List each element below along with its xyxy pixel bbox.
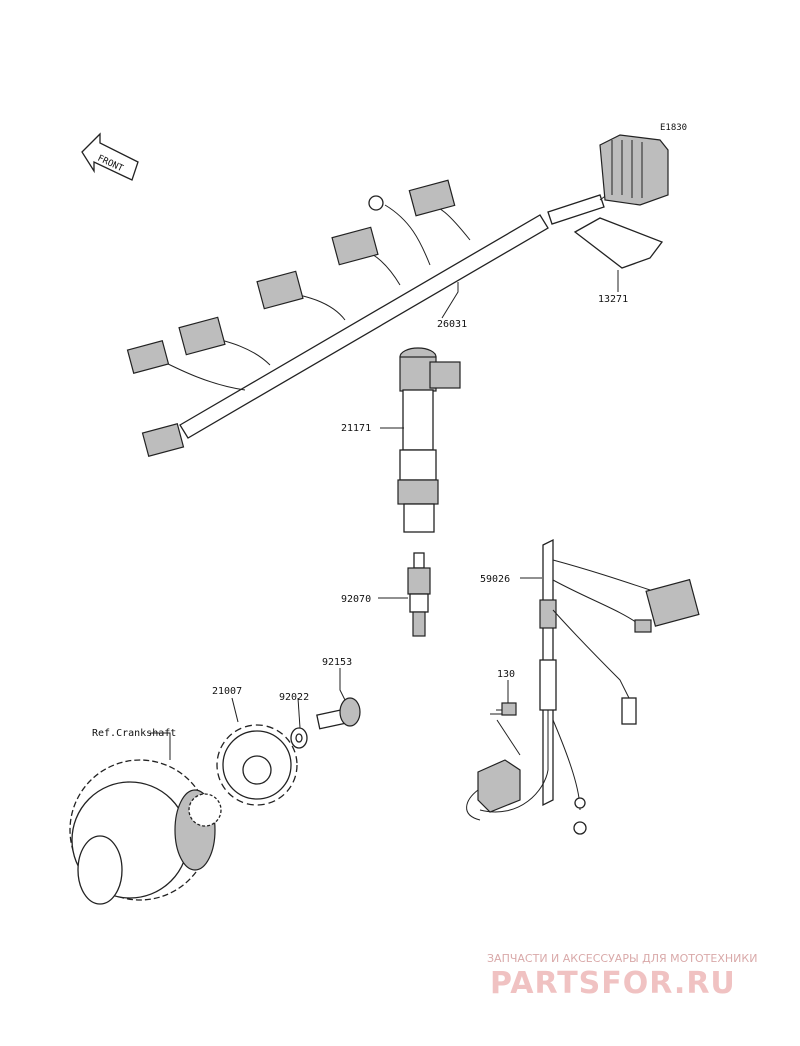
bolt-92153	[316, 697, 361, 730]
callout-130: 130	[497, 669, 515, 680]
callout-92022: 92022	[279, 692, 309, 703]
timing-rotor-21007	[216, 724, 298, 806]
ref-crankshaft-label: Ref.Crankshaft	[92, 728, 176, 739]
washer-92022	[290, 727, 308, 749]
pickup-harness-59026	[466, 538, 700, 835]
crankshaft-reference	[69, 759, 222, 905]
callout-92070: 92070	[341, 594, 371, 605]
callout-21171: 21171	[341, 423, 371, 434]
bolt-130	[490, 702, 521, 756]
callout-26031: 26031	[437, 319, 467, 330]
callout-21007: 21007	[212, 686, 242, 697]
callout-59026: 59026	[480, 574, 510, 585]
callout-13271: 13271	[598, 294, 628, 305]
ignition-coil-21171	[397, 347, 461, 533]
callout-92153: 92153	[322, 657, 352, 668]
watermark-brand: PARTSFOR.RU	[490, 966, 736, 1001]
leader-lines	[150, 270, 619, 760]
spark-plug-92070	[407, 552, 431, 637]
front-arrow-icon: FRONT	[81, 132, 139, 181]
watermark-tagline: ЗАПЧАСТИ И АКСЕССУАРЫ ДЛЯ МОТОТЕХНИКИ	[487, 952, 757, 965]
wiring-harness-26031	[126, 134, 669, 457]
plate-13271	[573, 217, 664, 269]
diagram-code: E1830	[660, 123, 687, 133]
